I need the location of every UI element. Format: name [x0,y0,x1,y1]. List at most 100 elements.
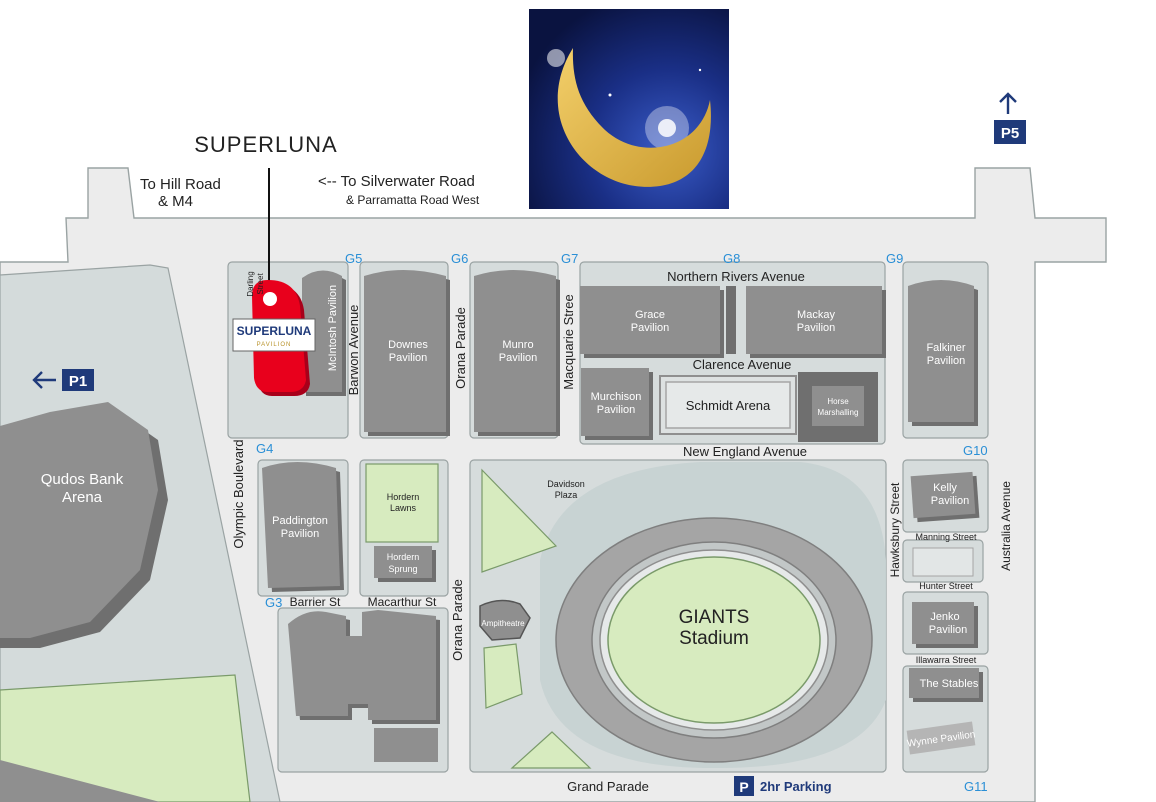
label-mackay-2: Pavilion [797,322,836,334]
street-macquarie: Macquarie Stree [561,294,576,389]
label-mcintosh: McIntosh Pavilion [327,285,339,371]
label-hordern-lawns-2: Lawns [390,503,417,513]
street-barrier: Barrier St [290,595,341,609]
falkiner-pavilion [908,280,974,422]
silverwater-2: & Parramatta Road West [346,193,480,207]
qudos-area: Qudos Bank Arena [0,264,281,802]
label-downes-2: Pavilion [389,352,428,364]
murchison-pavilion [581,368,649,436]
parking-p5[interactable]: P5 [994,92,1026,144]
street-orana-top: Orana Parade [453,307,468,389]
p-symbol: P [739,779,748,795]
gate-g9: G9 [886,251,903,266]
label-davidson-1: Davidson [547,479,585,489]
street-illawarra: Illawarra Street [916,655,977,665]
label-kelly-1: Kelly [933,482,957,494]
gate-g10: G10 [963,443,988,458]
downes-pavilion [364,270,446,432]
label-jenko-2: Pavilion [929,624,968,636]
superluna-marker: SUPERLUNA PAVILION [232,168,316,396]
label-horse-1: Horse [827,397,849,406]
ampitheatre [479,599,531,641]
gate-g11: G11 [964,779,988,794]
mcintosh-pavilion [302,270,342,392]
street-clarence: Clarence Avenue [693,357,792,372]
two-hour-parking-label: 2hr Parking [760,779,832,794]
south-lawn [510,731,592,769]
label-giants-1: GIANTS [679,607,750,628]
street-hawkesbury: Hawksbury Street [888,482,902,577]
label-falkiner-1: Falkiner [926,342,965,354]
street-darling-1: Darling [246,271,255,296]
label-hordern-sprung-1: Hordern [387,552,420,562]
label-kelly-2: Pavilion [931,495,970,507]
qudos-bank-arena [0,402,158,638]
label-falkiner-2: Pavilion [927,355,966,367]
gate-g5: G5 [345,251,362,266]
superluna-title: SUPERLUNA [194,132,337,157]
label-hordern-sprung-2: Sprung [388,564,417,574]
gate-g8: G8 [723,251,740,266]
mackay-pavilion [746,286,882,354]
street-hunter: Hunter Street [919,581,973,591]
hordern-lawns [365,463,439,543]
label-schmidt: Schmidt Arena [686,398,771,413]
wynne-pavilion [906,721,976,755]
paddington-pavilion [262,462,340,588]
label-horse-2: Marshalling [818,408,859,417]
street-new-england: New England Avenue [683,444,807,459]
marker-logo-subtext: PAVILION [257,342,292,348]
hill-road-2: & M4 [158,193,193,210]
label-munro-2: Pavilion [499,352,538,364]
label-paddington-2: Pavilion [281,528,320,540]
label-munro-1: Munro [502,339,533,351]
parking: P1 P5 P 2hr Parking [32,92,1026,796]
street-macarthur: Macarthur St [368,595,437,609]
label-mackay-1: Mackay [797,309,835,321]
buildings [262,270,983,762]
gate-g7: G7 [561,251,578,266]
label-grace-2: Pavilion [631,322,670,334]
qudos-label-1: Qudos Bank [41,471,124,488]
superluna-moon-image [529,9,729,209]
hordern-sprung [374,546,432,578]
gate-g4: G4 [256,441,273,456]
stadium-precinct [479,462,886,769]
street-orana-bottom: Orana Parade [450,579,465,661]
marker-logo-text: SUPERLUNA [237,324,312,338]
small-lawn [483,643,523,709]
munro-pavilion [474,270,556,432]
parking-p1[interactable]: P1 [32,369,94,391]
street-grand-parade: Grand Parade [567,779,649,794]
label-downes-1: Downes [388,339,428,351]
silverwater-1: <-- To Silverwater Road [318,173,475,190]
label-stables: The Stables [920,678,979,690]
label-hordern-lawns-1: Hordern [387,492,420,502]
street-barwon: Barwon Avenue [346,305,361,396]
label-murchison-1: Murchison [591,391,642,403]
davidson-lawn [481,468,558,573]
kelly-pavilion [910,471,976,519]
p5-label: P5 [1001,125,1019,142]
jenko-pavilion [912,602,974,644]
street-australia: Australia Avenue [999,481,1013,571]
hill-road-1: To Hill Road [140,176,221,193]
label-davidson-2: Plaza [555,490,578,500]
label-paddington-1: Paddington [272,515,328,527]
parking-2hr[interactable]: P 2hr Parking [734,776,832,796]
label-jenko-1: Jenko [930,611,959,623]
label-murchison-2: Pavilion [597,404,636,416]
grace-pavilion [580,286,720,354]
gate-g6: G6 [451,251,468,266]
label-giants-2: Stadium [679,628,749,649]
street-manning: Manning Street [915,532,977,542]
qudos-label-2: Arena [62,489,103,506]
street-northern-rivers: Northern Rivers Avenue [667,269,805,284]
street-olympic: Olympic Boulevard [231,439,246,548]
labels: SUPERLUNA To Hill Road & M4 <-- To Silve… [140,132,1013,794]
street-darling-2: Street [256,273,265,295]
the-stables [909,668,979,698]
p1-label: P1 [69,373,87,390]
gate-g3: G3 [265,595,282,610]
